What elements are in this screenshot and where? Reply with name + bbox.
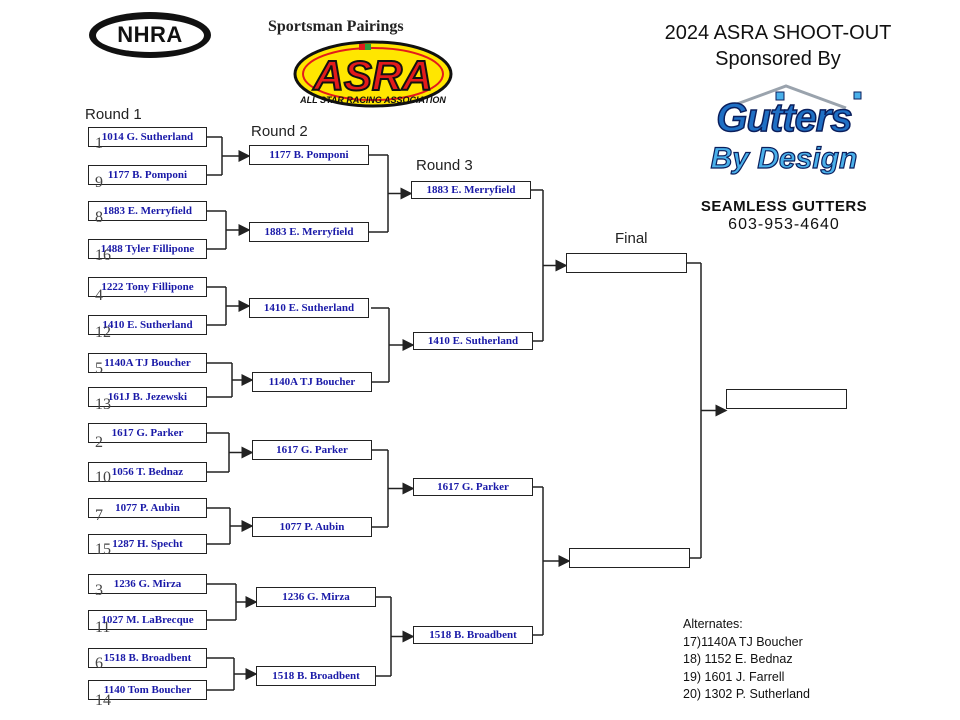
seed-number: 6 (95, 655, 103, 672)
event-title-main: 2024 ASRA SHOOT-OUT (664, 22, 892, 44)
seed-number: 1 (95, 135, 103, 152)
seed-number: 15 (95, 541, 111, 558)
bracket-connector (207, 210, 227, 250)
round2-slot[interactable]: 1236 G. Mirza (256, 587, 376, 607)
round1-slot[interactable]: 1518 B. Broadbent (88, 648, 207, 668)
bracket-connector (207, 136, 223, 176)
seed-number: 7 (95, 507, 103, 524)
round2-slot[interactable]: 1140A TJ Boucher (252, 372, 372, 392)
seed-number: 13 (95, 396, 111, 413)
round2-slot[interactable]: 1077 P. Aubin (252, 517, 372, 537)
seed-number: 5 (95, 360, 103, 377)
nhra-logo: NHRA (89, 12, 211, 58)
round2-slot[interactable]: 1177 B. Pomponi (249, 145, 369, 165)
seed-number: 12 (95, 324, 111, 341)
bracket-connector (207, 657, 235, 691)
house-roof-icon (725, 84, 862, 110)
round1-slot[interactable]: 1140A TJ Boucher (88, 353, 207, 373)
sponsor-phone: 603-953-4640 (728, 216, 840, 233)
sponsor-tagline: SEAMLESS GUTTERS (700, 198, 868, 215)
seed-number: 16 (95, 247, 111, 264)
round1-slot[interactable]: 1014 G. Sutherland (88, 127, 207, 147)
bracket-connector (207, 583, 237, 621)
round1-label: Round 1 (85, 106, 142, 123)
round1-slot[interactable]: 1617 G. Parker (88, 423, 207, 443)
round1-slot[interactable]: 1077 P. Aubin (88, 498, 207, 518)
sponsor-name-line1: Gutters (716, 95, 854, 141)
bracket-connector (371, 307, 390, 383)
bracket-connector (371, 449, 389, 528)
round1-slot[interactable]: 1883 E. Merryfield (88, 201, 207, 221)
bracket-connector (687, 262, 702, 559)
round1-slot[interactable]: 1056 T. Bednaz (88, 462, 207, 482)
round3-label: Round 3 (416, 157, 473, 174)
alternates-list: Alternates: 17)1140A TJ Boucher 18) 1152… (683, 616, 810, 704)
round1-slot[interactable]: 1236 G. Mirza (88, 574, 207, 594)
bracket-connector (369, 154, 389, 233)
alternate-item: 19) 1601 J. Farrell (683, 669, 785, 684)
final-slot-top[interactable] (566, 253, 687, 273)
round1-slot[interactable]: 1488 Tyler Fillipone (88, 239, 207, 259)
round2-slot[interactable]: 1518 B. Broadbent (256, 666, 376, 686)
round2-slot[interactable]: 1883 E. Merryfield (249, 222, 369, 242)
seed-number: 14 (95, 692, 111, 709)
bracket-connector (376, 596, 392, 677)
event-title-sponsored: Sponsored By (715, 48, 841, 70)
nhra-logo-text: NHRA (117, 22, 183, 47)
final-slot-bottom[interactable] (569, 548, 690, 568)
alternate-item: 20) 1302 P. Sutherland (683, 687, 810, 701)
final-label: Final (615, 230, 648, 247)
round1-slot[interactable]: 1027 M. LaBrecque (88, 610, 207, 630)
bracket-connector (207, 432, 230, 473)
champion-slot[interactable] (726, 389, 847, 409)
round1-slot[interactable]: 1410 E. Sutherland (88, 315, 207, 335)
round3-slot[interactable]: 1410 E. Sutherland (413, 332, 533, 350)
bracket-connector (207, 286, 227, 326)
round1-slot[interactable]: 1287 H. Specht (88, 534, 207, 554)
round1-slot[interactable]: 1222 Tony Fillipone (88, 277, 207, 297)
asra-logo: ASRA (293, 40, 453, 108)
seed-number: 2 (95, 434, 103, 451)
round3-slot[interactable]: 1518 B. Broadbent (413, 626, 533, 644)
round2-label: Round 2 (251, 123, 308, 140)
alternates-title: Alternates: (683, 617, 743, 631)
seed-number: 11 (95, 619, 111, 636)
bracket-connector (207, 507, 231, 545)
round2-slot[interactable]: 1410 E. Sutherland (249, 298, 369, 318)
event-title: 2024 ASRA SHOOT-OUT Sponsored By (640, 20, 916, 72)
round1-slot[interactable]: 1140 Tom Boucher (88, 680, 207, 700)
round2-slot[interactable]: 1617 G. Parker (252, 440, 372, 460)
round1-slot[interactable]: 161J B. Jezewski (88, 387, 207, 407)
seed-number: 4 (95, 287, 103, 304)
seed-number: 10 (95, 469, 111, 486)
seed-number: 3 (95, 582, 103, 599)
sponsor-name-line2: By Design (710, 141, 858, 175)
round3-slot[interactable]: 1883 E. Merryfield (411, 181, 531, 199)
round1-slot[interactable]: 1177 B. Pomponi (88, 165, 207, 185)
seed-number: 8 (95, 209, 103, 226)
bracket-connector (207, 362, 233, 398)
bracket-connector (533, 486, 544, 636)
pairings-title: Sportsman Pairings (268, 18, 404, 35)
alternate-item: 17)1140A TJ Boucher (683, 634, 803, 649)
bracket-connector (531, 189, 544, 342)
round3-slot[interactable]: 1617 G. Parker (413, 478, 533, 496)
sponsor-logo: Gutters By Design SEAMLESS GUTTERS 603-9… (686, 82, 882, 244)
asra-tagline: ALL STAR RACING ASSOCIATION (300, 95, 446, 105)
seed-number: 9 (95, 174, 103, 191)
alternate-item: 18) 1152 E. Bednaz (683, 652, 793, 666)
asra-logo-text: ASRA (312, 52, 432, 99)
